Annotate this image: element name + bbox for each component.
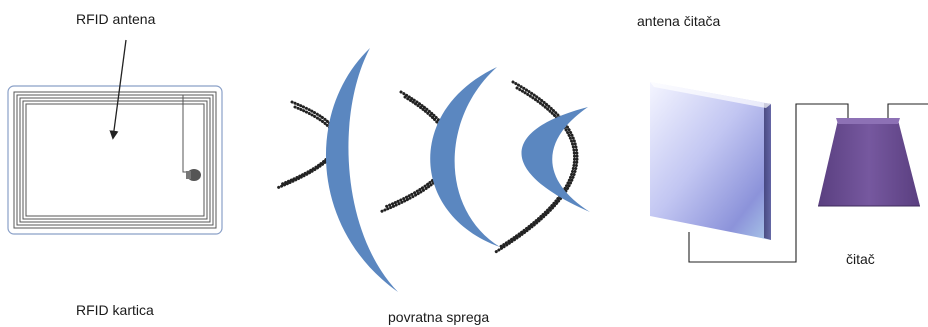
connection-wires [688,103,928,263]
crescent-3 [521,107,590,212]
crescent-1 [325,48,398,292]
wire-reader-out [887,103,928,122]
dotted-arc-3a [492,80,579,255]
coil-windings [13,91,217,229]
backscatter-label: povratna sprega [388,309,490,325]
chip-icon [186,169,201,181]
antenna-pointer-arrow [109,39,127,140]
reader-label: čitač [846,251,875,267]
crescent-2 [430,67,500,247]
reader-device [818,118,920,207]
reader-antenna-panel [650,82,771,240]
rfid-card-label: RFID kartica [76,302,154,318]
rfid-antenna-label: RFID antena [76,11,156,27]
rfid-card [7,85,223,235]
carrier-wave-crescents [325,48,590,292]
dotted-arc-3b [498,86,577,249]
reader-antenna-label: antena čitača [637,13,721,29]
wire-antenna-to-reader [688,103,849,263]
